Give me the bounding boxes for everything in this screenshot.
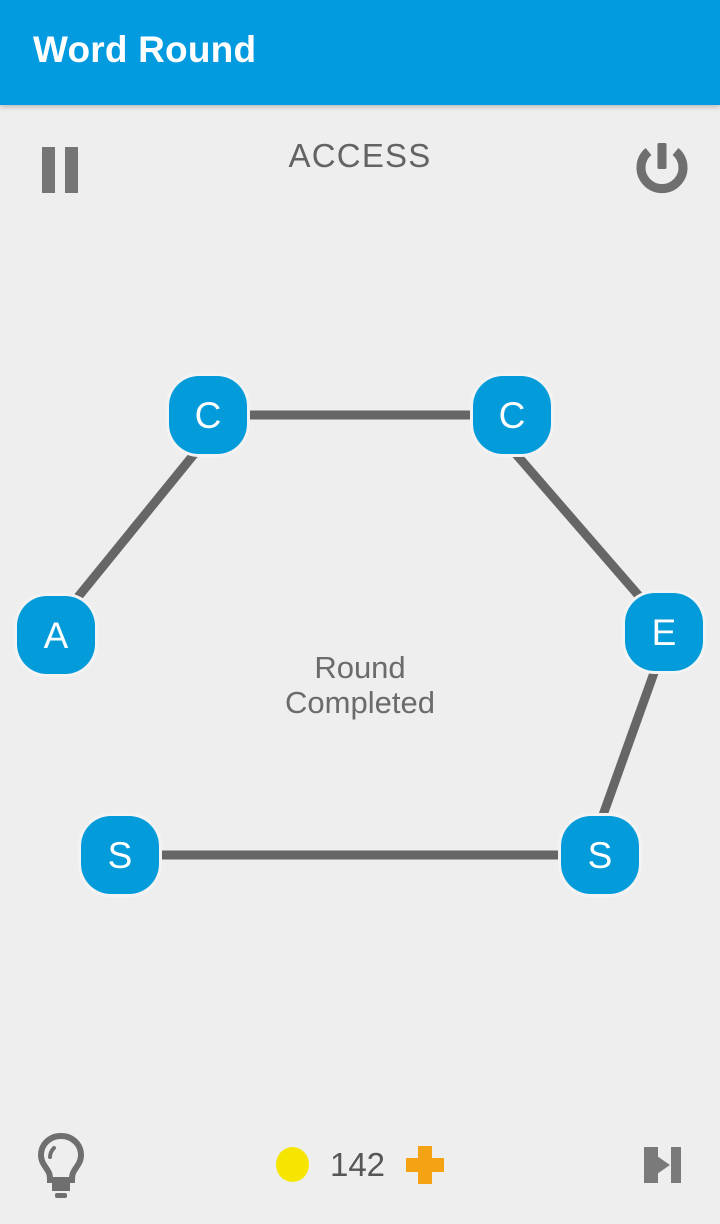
game-controls-bar: ACCESS xyxy=(0,105,720,215)
skip-next-button[interactable] xyxy=(630,1133,694,1197)
letter-node-label: A xyxy=(43,614,69,656)
letter-node-a[interactable]: A xyxy=(17,596,95,674)
letter-node-label: E xyxy=(651,611,677,653)
hint-button[interactable] xyxy=(28,1129,94,1201)
current-word-label: ACCESS xyxy=(288,137,432,174)
status-line-1: Round xyxy=(314,650,406,685)
letter-node-s-left[interactable]: S xyxy=(81,816,159,894)
edge-c-e xyxy=(511,450,656,614)
coin-count-label: 142 xyxy=(329,1145,386,1183)
letter-node-label: C xyxy=(194,394,222,436)
app-title: Word Round xyxy=(33,29,257,70)
letter-node-c-1[interactable]: C xyxy=(169,376,247,454)
letter-node-label: S xyxy=(107,834,133,876)
word-board: C C E S S A Round Completed xyxy=(0,215,720,1105)
edge-a-c xyxy=(74,450,199,600)
letter-node-c-2[interactable]: C xyxy=(473,376,551,454)
bottom-bar: 142 xyxy=(0,1105,720,1224)
board-edges xyxy=(74,410,660,860)
lightbulb-icon xyxy=(37,1132,85,1198)
skip-next-icon xyxy=(644,1147,681,1183)
edge-e-s xyxy=(598,668,660,817)
letter-node-label: S xyxy=(587,834,613,876)
pause-icon-bar-right xyxy=(65,147,78,193)
coin-balance-group: 142 xyxy=(0,1105,720,1224)
letter-node-label: C xyxy=(498,394,526,436)
round-status-message: Round Completed xyxy=(0,650,720,720)
letter-node-e[interactable]: E xyxy=(625,593,703,671)
pause-icon-bar-left xyxy=(42,147,55,193)
power-button[interactable] xyxy=(628,137,696,203)
add-coins-button[interactable] xyxy=(406,1145,445,1184)
power-icon xyxy=(636,143,688,193)
status-line-2: Completed xyxy=(285,685,435,721)
letter-node-s-right[interactable]: S xyxy=(561,816,639,894)
coin-icon xyxy=(275,1147,309,1182)
app-bar: Word Round xyxy=(0,0,720,105)
pause-button[interactable] xyxy=(28,139,92,201)
